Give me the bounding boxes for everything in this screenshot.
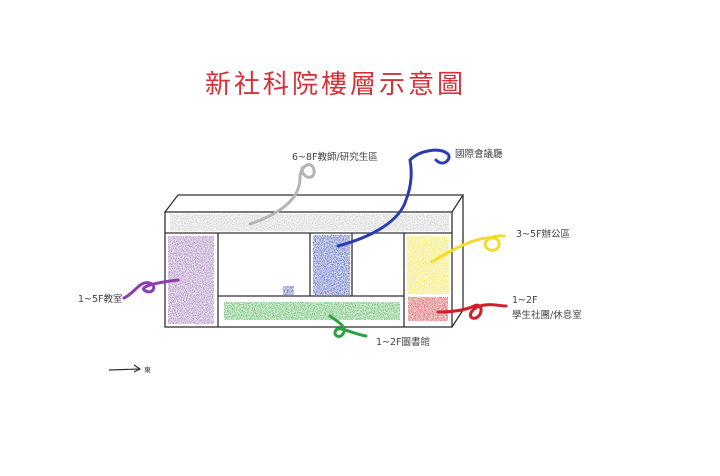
gray-zone-faculty-floors — [170, 214, 449, 231]
leader-green — [328, 314, 368, 338]
label-student-clubs-floor: 1~2F — [512, 295, 538, 306]
leader-purple — [122, 278, 180, 300]
label-direction-east: 東 — [144, 365, 151, 374]
east-arrow — [108, 364, 142, 373]
label-faculty-floors: 6~8F教師/研究生區 — [292, 151, 378, 163]
label-library: 1~2F圖書館 — [376, 336, 430, 348]
leader-blue — [336, 148, 451, 248]
blue-small-mark — [283, 286, 294, 295]
leader-gray — [248, 163, 316, 226]
leader-red — [436, 303, 508, 320]
red-zone-student-clubs — [408, 297, 448, 321]
label-conference-hall: 國際會議廳 — [455, 148, 503, 160]
label-student-clubs: 學生社團/休息室 — [512, 309, 582, 321]
yellow-zone-offices — [407, 236, 449, 294]
leader-yellow — [430, 234, 506, 264]
label-classrooms: 1~5F教室 — [78, 293, 123, 305]
label-offices: 3~5F辦公區 — [516, 228, 570, 240]
building-outline — [164, 194, 465, 328]
green-zone-library — [224, 302, 400, 320]
diagram-title: 新社科院樓層示意圖 — [205, 70, 466, 100]
